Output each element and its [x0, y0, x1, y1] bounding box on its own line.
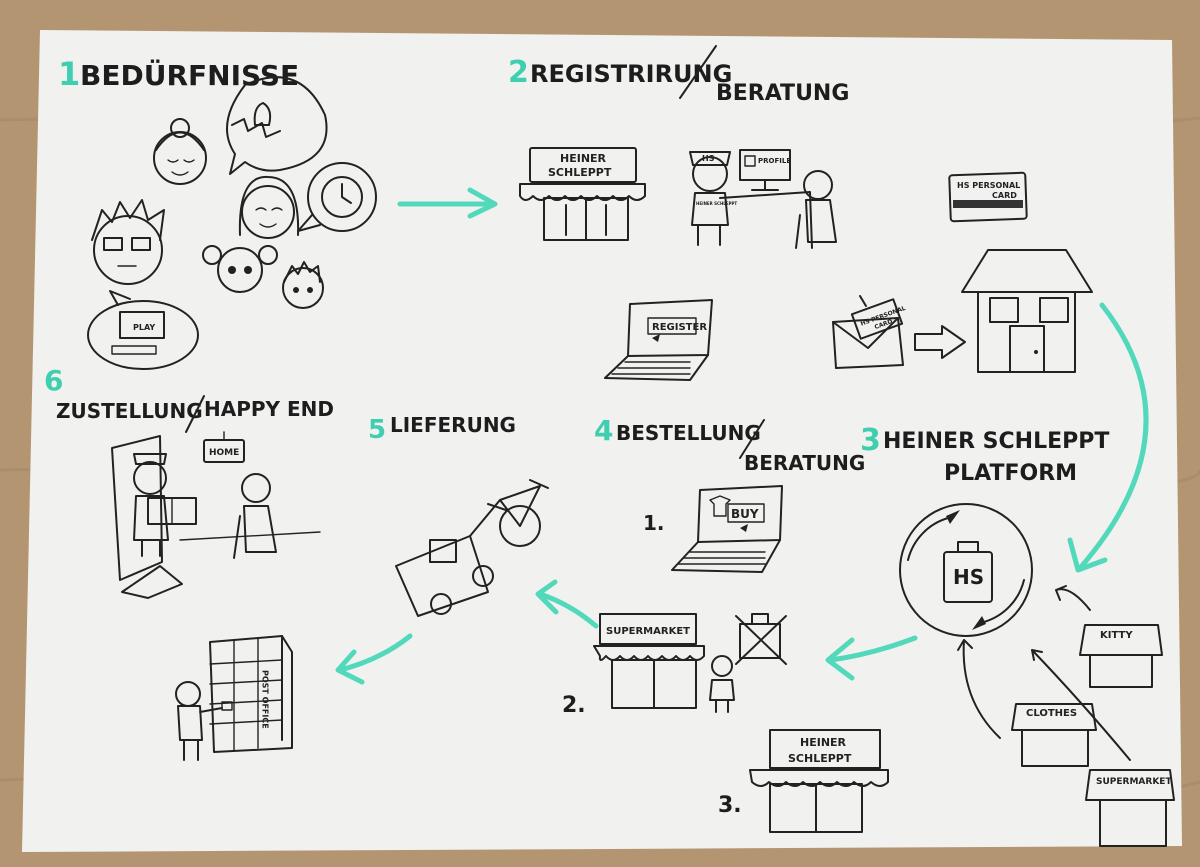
step-1-heading: 1 BEDÜRFNISSE	[58, 55, 299, 93]
step-5-number: 5	[368, 415, 386, 445]
heiner-schleppt-shop-1: HEINER SCHLEPPT	[519, 147, 646, 241]
arrow-house-to-platform	[1067, 302, 1149, 573]
marker-1: 1.	[643, 511, 665, 535]
step-3-heading: 3 HEINER SCHLEPPT PLATFORM	[860, 423, 1109, 486]
step-2-title-b: BERATUNG	[716, 81, 849, 106]
card-line-1: HS PERSONAL	[957, 181, 1020, 190]
laptop-register: REGISTER	[604, 299, 713, 381]
shop-1-line-1: HEINER	[560, 152, 607, 165]
clock-speech-bubble	[307, 162, 377, 232]
clock-icon	[321, 176, 363, 218]
hs-logo-text: HS	[953, 565, 984, 589]
hs-personal-card: HS PERSONAL CARD	[948, 171, 1028, 223]
pain-speech-bubble	[226, 76, 328, 175]
step-5-heading: 5 LIEFERUNG	[368, 413, 516, 445]
marker-2: 2.	[562, 693, 586, 718]
heiner-schleppt-shop-3: HEINER SCHLEPPT	[749, 729, 889, 833]
happy-end-delivery-scene: HOME	[111, 431, 321, 599]
step-2-heading: 2 REGISTRIRUNG BERATUNG	[508, 45, 849, 106]
monitor-icon	[119, 311, 165, 339]
kitty-shop: KITTY	[1079, 624, 1163, 688]
supermarket-shop-small: SUPERMARKET	[1085, 769, 1175, 847]
post-office-locker: POST OFFICE	[175, 635, 293, 761]
step-6-title-a: ZUSTELLUNG	[56, 399, 203, 423]
step-2-title-a: REGISTRIRUNG	[530, 60, 732, 88]
step-4-title-a: BESTELLUNG	[616, 421, 761, 445]
step-6-number: 6	[44, 364, 63, 397]
supermarket-small-label: SUPERMARKET	[1096, 777, 1172, 787]
step-1-number: 1	[58, 55, 80, 93]
step-1-title: BEDÜRFNISSE	[80, 58, 299, 92]
supermarket-shop-large: SUPERMARKET	[593, 613, 705, 709]
post-office-label: POST OFFICE	[261, 670, 270, 729]
boy-head	[282, 267, 324, 309]
step-6-heading: 6 ZUSTELLUNG HAPPY END	[44, 364, 334, 433]
grandma-hair	[155, 131, 205, 151]
clothes-label: CLOTHES	[1026, 708, 1077, 719]
keyboard-icon	[111, 345, 157, 355]
step-5-title: LIEFERUNG	[390, 413, 516, 437]
shop-1-line-2: SCHLEPPT	[548, 166, 612, 179]
arrow-supermarket-to-platform	[1031, 649, 1131, 761]
no-shopping-bag-icon	[735, 613, 787, 665]
worker-head	[692, 156, 728, 192]
envelope-with-card: HS PERSONAL CARD	[832, 295, 907, 369]
register-label: REGISTER	[652, 322, 707, 333]
grandma-bun	[170, 118, 190, 138]
mother-head	[241, 185, 295, 239]
kitty-label: KITTY	[1100, 630, 1133, 641]
needs-people-illustration: PLAY	[87, 76, 377, 370]
step-2-number: 2	[508, 55, 529, 90]
step-3-title-b: PLATFORM	[944, 461, 1077, 486]
arrow-clothes-to-platform	[957, 639, 1001, 739]
home-sign-label: HOME	[209, 448, 239, 458]
play-speech-bubble	[87, 300, 199, 370]
shop-3-line-1: HEINER	[800, 736, 847, 749]
mother-hair	[238, 175, 300, 236]
shop-3-line-2: SCHLEPPT	[788, 752, 852, 765]
girl-head	[217, 247, 263, 293]
profile-label: PROFILE	[758, 157, 791, 165]
arrow-kitty-to-platform	[1055, 585, 1091, 611]
step-3-number: 3	[860, 423, 881, 458]
step-3-title-a: HEINER SCHLEPPT	[883, 429, 1109, 454]
card-line-2: CARD	[992, 191, 1017, 200]
arrow-bike-to-post-office	[335, 633, 413, 685]
arrow-1-to-2	[397, 187, 498, 219]
arrow-platform-to-supermarket	[825, 635, 918, 681]
clothes-shop: CLOTHES	[1011, 703, 1097, 767]
grandma-recipient-head	[241, 473, 271, 503]
step-4-heading: 4 BESTELLUNG BERATUNG	[594, 414, 865, 475]
supermarket-large-label: SUPERMARKET	[606, 626, 690, 637]
step-6-title-b: HAPPY END	[204, 397, 334, 421]
cargo-bike	[395, 479, 549, 617]
delivery-person-head	[133, 461, 167, 495]
play-label: PLAY	[133, 323, 155, 332]
arrow-envelope-to-house	[914, 325, 966, 359]
cap-label: HS	[702, 154, 715, 163]
step-4-title-b: BERATUNG	[744, 451, 865, 475]
shopper-girl	[709, 655, 735, 713]
stairs-line	[231, 118, 281, 138]
registration-desk-illustration: HS HEINER SCHLEPPT PROFILE	[689, 149, 837, 249]
marker-3: 3.	[718, 793, 742, 818]
stone-icon	[253, 102, 272, 126]
house-icon	[961, 249, 1093, 373]
arrow-supermarket-to-bike	[535, 579, 599, 629]
buy-label: BUY	[731, 507, 759, 521]
laptop-buy: BUY	[671, 485, 783, 573]
open-door	[111, 435, 163, 581]
step-4-number: 4	[594, 414, 613, 447]
shirt-label: HEINER SCHLEPPT	[696, 201, 737, 206]
hs-platform-logo: HS	[899, 503, 1033, 637]
